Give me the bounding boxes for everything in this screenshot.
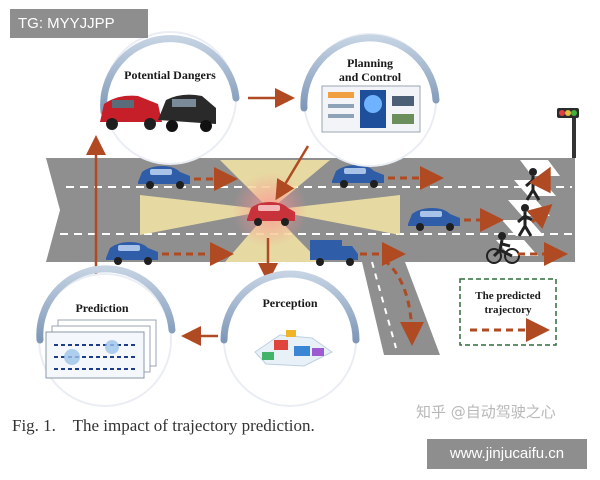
prediction-label: Prediction — [75, 301, 128, 315]
planning-control-panel: Planning and Control — [300, 33, 440, 167]
predicted-trajectories — [162, 166, 568, 346]
cyclist-icon — [486, 232, 520, 264]
car-icon-middle-right — [408, 208, 460, 231]
crashed-cars-icon — [100, 94, 216, 132]
perception-label: Perception — [262, 296, 317, 310]
traffic-light-icon — [557, 108, 579, 158]
url-watermark: www.jinjucaifu.cn — [427, 439, 587, 469]
ego-car-icon — [247, 202, 295, 226]
car-icon-top-left — [138, 166, 190, 189]
truck-icon — [310, 240, 358, 266]
potential-dangers-panel: Potential Dangers — [100, 31, 240, 165]
flow-arrows — [86, 88, 310, 346]
figure-caption: Fig. 1. The impact of trajectory predict… — [12, 416, 315, 435]
tg-watermark: TG: MYYJJPP — [10, 9, 148, 38]
planning-screenshot-icon — [321, 85, 421, 133]
zhihu-watermark: 知乎 @自动驾驶之心 — [416, 403, 556, 421]
prediction-stack-icon — [45, 319, 157, 379]
perception-panel: Perception — [220, 270, 360, 407]
legend-label-line1: The predicted — [475, 290, 541, 302]
point-cloud-icon — [254, 330, 333, 367]
car-icon-bottom-left — [106, 242, 158, 265]
car-icon-top-right — [332, 165, 384, 188]
planning-label-line2: and Control — [339, 70, 402, 84]
potential-dangers-label: Potential Dangers — [124, 68, 216, 82]
legend-box: The predicted trajectory — [459, 278, 557, 346]
legend-label-line2: trajectory — [484, 304, 532, 316]
prediction-panel: Prediction — [36, 265, 176, 407]
planning-label-line1: Planning — [347, 56, 393, 70]
